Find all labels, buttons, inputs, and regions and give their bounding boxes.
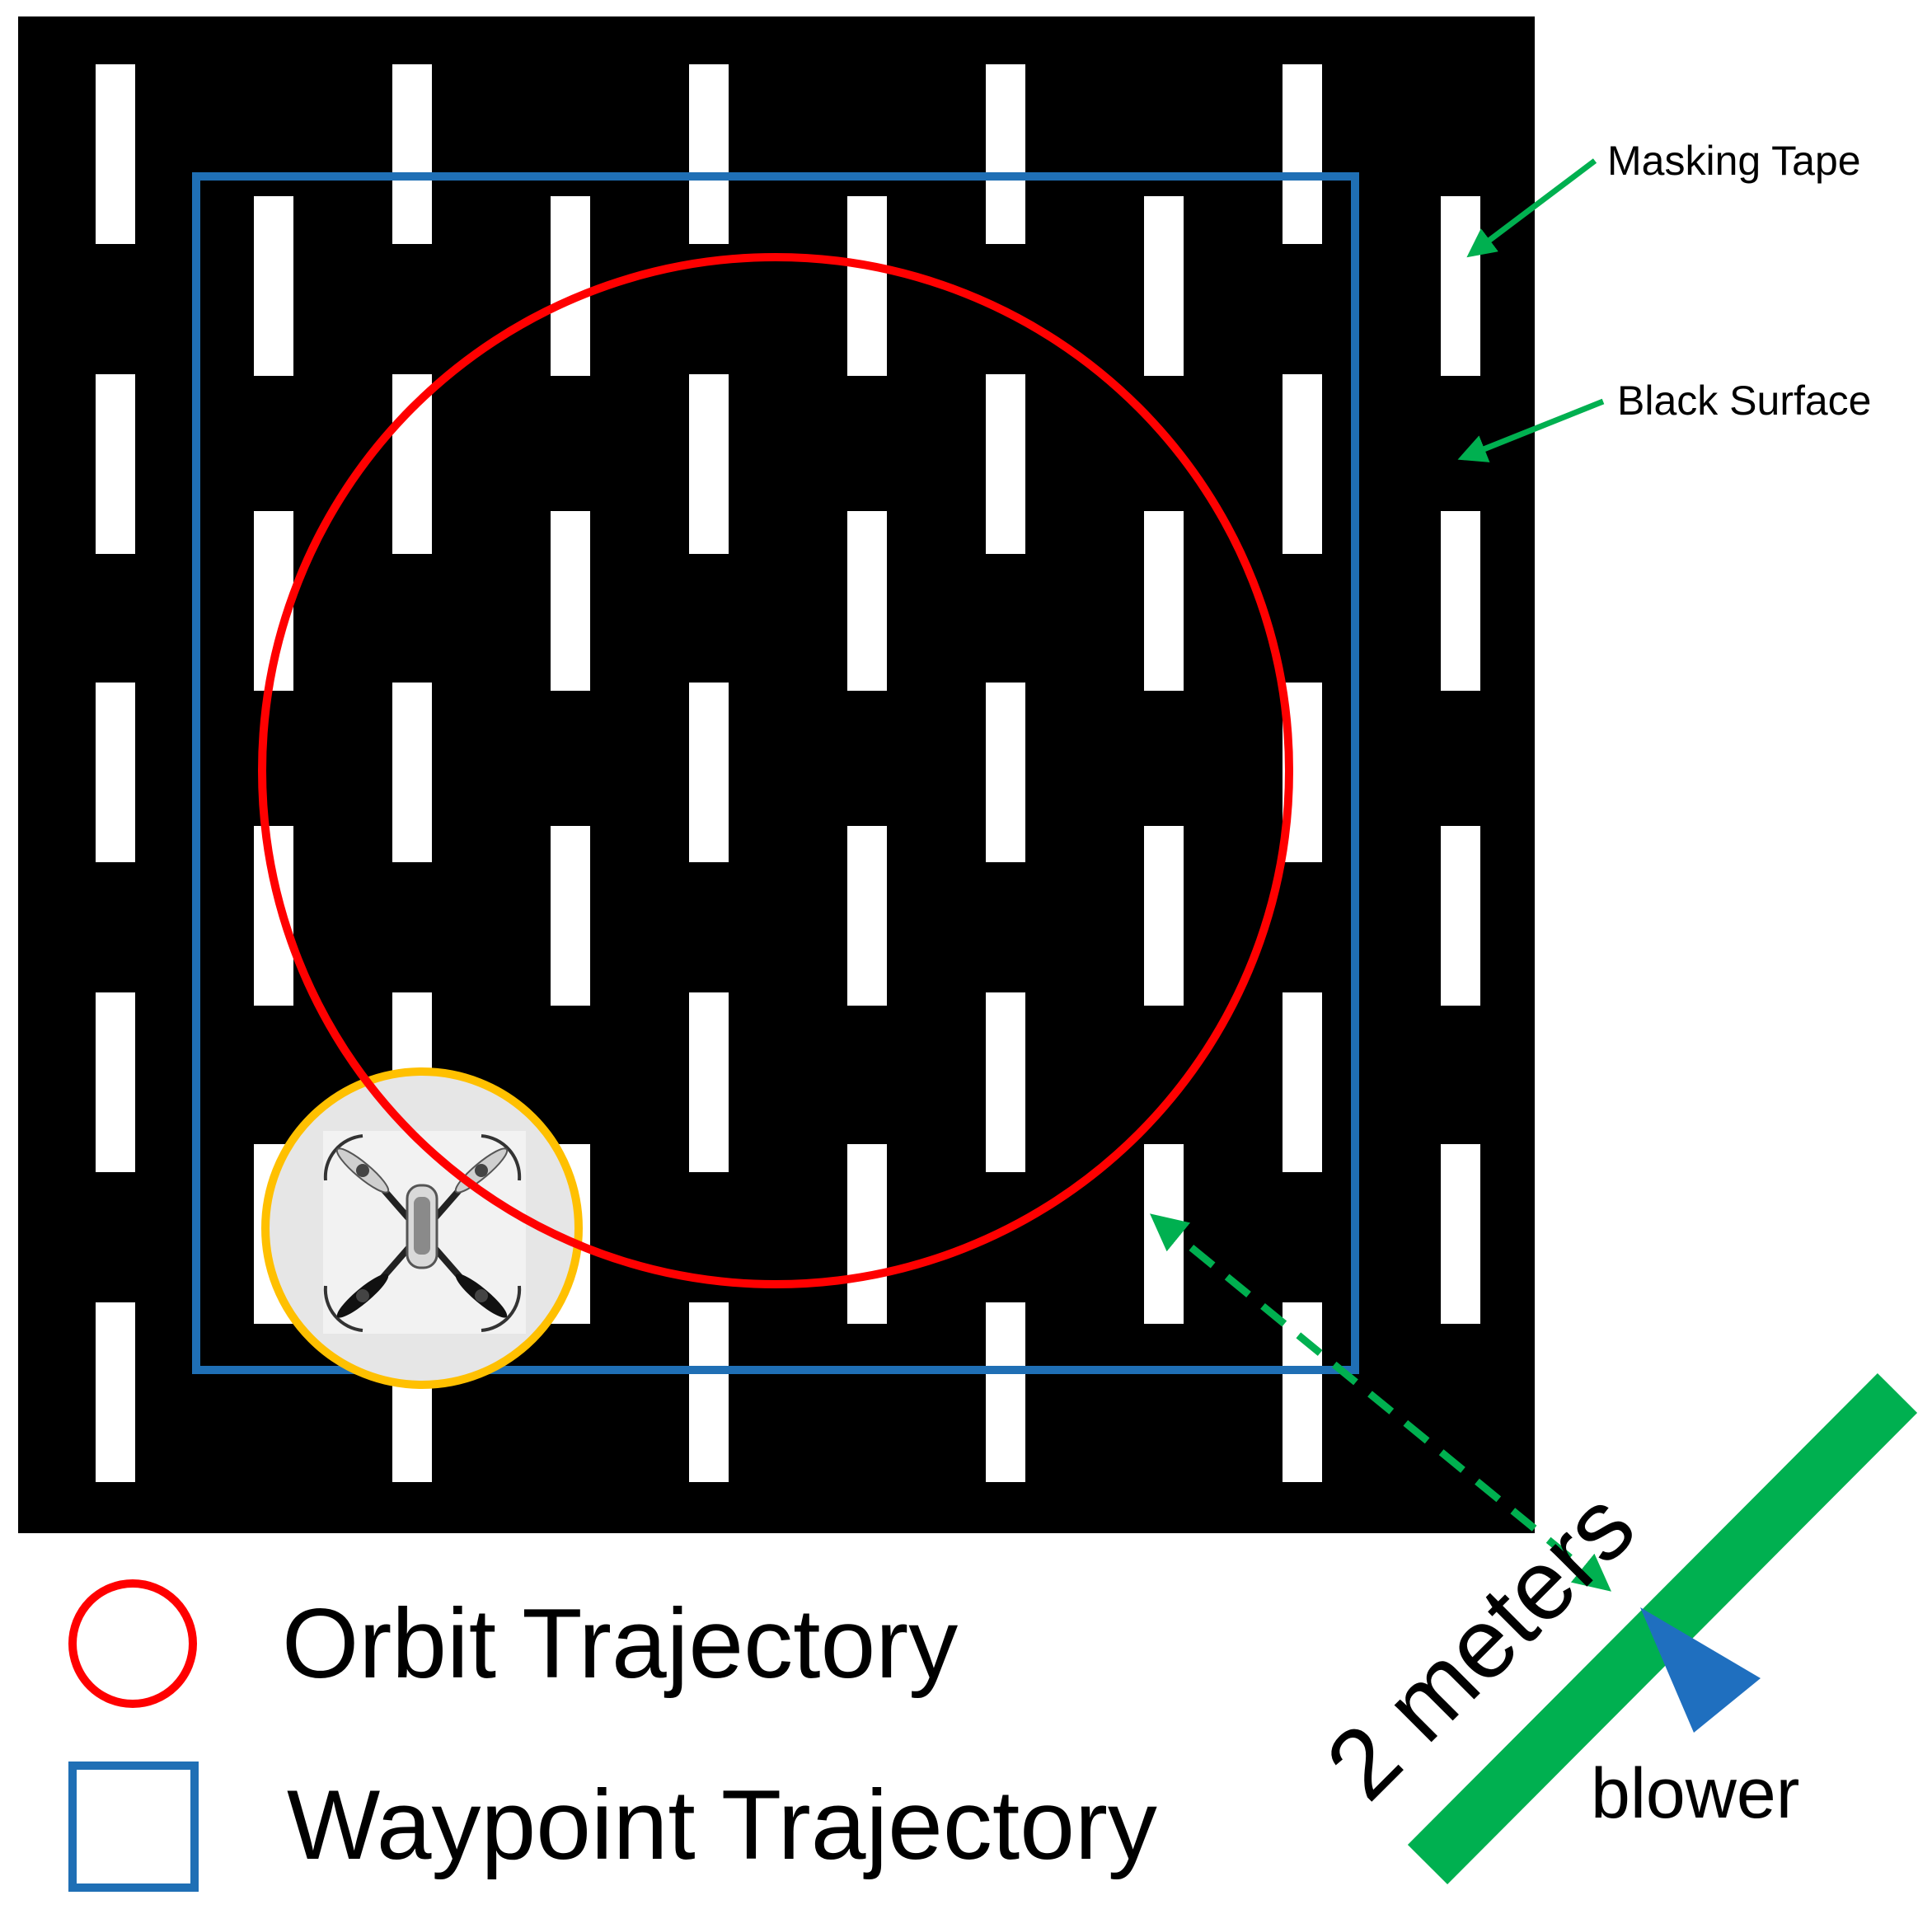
tape-strip: [1441, 511, 1480, 691]
tape-strip: [689, 1302, 729, 1482]
black-surface-label: Black Surface: [1617, 378, 1871, 424]
tape-strip: [1441, 826, 1480, 1006]
tape-strip: [986, 683, 1025, 862]
waypoint-legend-icon: [68, 1762, 199, 1892]
tape-strip: [1283, 992, 1322, 1172]
distance-arrow: [1150, 1213, 1611, 1592]
tape-strip: [254, 826, 293, 1006]
tape-strip: [847, 826, 887, 1006]
tape-strip: [847, 1144, 887, 1324]
masking-tape-pointer: [1466, 158, 1597, 258]
tape-strip: [96, 64, 135, 244]
tape-strip: [689, 374, 729, 554]
tape-strip: [1283, 374, 1322, 554]
tape-strip: [1441, 196, 1480, 376]
tape-strip: [96, 374, 135, 554]
tape-strip: [392, 374, 432, 554]
orbit-legend-icon: [68, 1579, 197, 1708]
tape-strip: [986, 1302, 1025, 1482]
tape-strip: [986, 992, 1025, 1172]
tape-strip: [1441, 1144, 1480, 1324]
tape-strip: [1283, 1302, 1322, 1482]
orbit-legend-label: Orbit Trajectory: [282, 1588, 958, 1699]
orbit-trajectory: [258, 253, 1293, 1288]
tape-strip: [689, 64, 729, 244]
tape-strip: [254, 196, 293, 376]
tape-strip: [1144, 511, 1184, 691]
tape-strip: [847, 196, 887, 376]
tape-strip: [986, 374, 1025, 554]
tape-strip: [1144, 826, 1184, 1006]
drone-marker: [261, 1067, 583, 1389]
tape-strip: [1283, 64, 1322, 244]
blower-label: blower: [1591, 1754, 1799, 1833]
tape-strip: [551, 826, 590, 1006]
tape-strip: [392, 683, 432, 862]
tape-strip: [96, 1302, 135, 1482]
tape-strip: [689, 992, 729, 1172]
tape-strip: [847, 511, 887, 691]
tape-strip: [551, 196, 590, 376]
tape-strip: [96, 992, 135, 1172]
waypoint-legend-label: Waypoint Trajectory: [287, 1770, 1157, 1880]
tape-strip: [689, 683, 729, 862]
masking-tape-label: Masking Tape: [1607, 138, 1861, 184]
black-surface-pointer: [1457, 398, 1605, 462]
tape-strip: [986, 64, 1025, 244]
tape-strip: [392, 64, 432, 244]
legend: Orbit Trajectory Waypoint Trajectory: [68, 1579, 1157, 1892]
tape-strip: [96, 683, 135, 862]
waypoint-trajectory: [192, 172, 1359, 1374]
tape-strip: [1144, 196, 1184, 376]
blower-triangle-icon: [1640, 1607, 1761, 1733]
tape-strip: [551, 511, 590, 691]
